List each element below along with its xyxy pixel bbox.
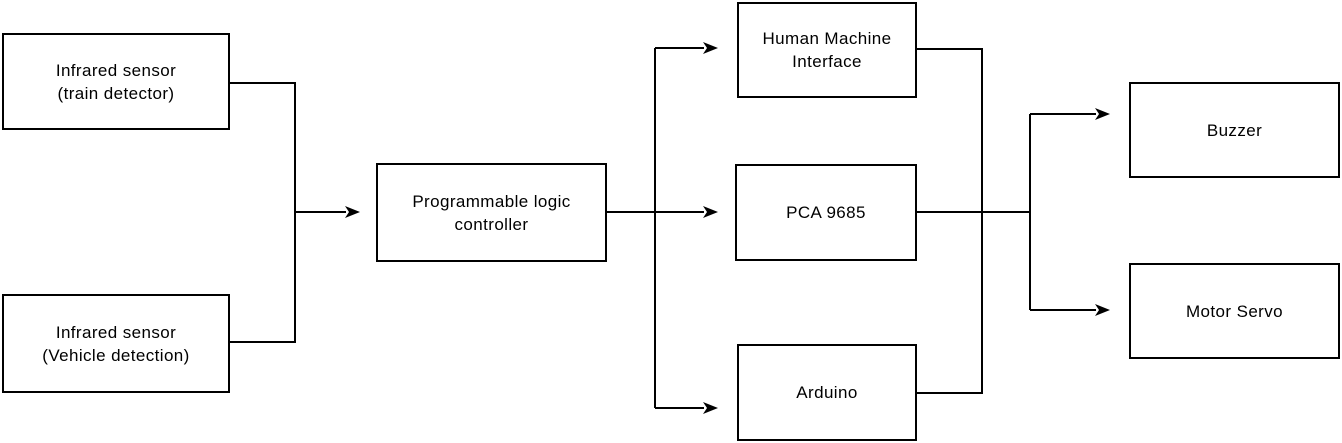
edge-sensors-to-plc [230,82,360,343]
edge-plc-to-devices [607,42,718,414]
node-label-line1: Motor Servo [1186,301,1283,321]
node-hmi: Human Machine Interface [737,2,917,98]
node-label-line1: Human Machine [762,29,892,48]
node-arduino: Arduino [737,344,917,441]
node-motor-servo: Motor Servo [1129,263,1340,359]
node-label-line1: Infrared sensor [55,322,177,342]
node-buzzer: Buzzer [1129,82,1340,178]
node-label-line1: Buzzer [1206,120,1263,140]
node-label-line1: Infrared sensor [55,60,177,80]
node-label-line1: PCA 9685 [786,203,866,222]
node-label-line1: Programmable logic [412,191,571,211]
node-label-line2: controller [454,214,529,234]
node-label-line2: Interface [792,52,862,71]
node-plc: Programmable logic controller [376,163,607,262]
node-label-line1: Arduino [796,383,858,402]
node-infrared-train-sensor: Infrared sensor (train detector) [2,33,230,130]
node-label-line2: (train detector) [57,83,175,103]
node-label-line2: (Vehicle detection) [42,345,190,365]
edge-devices-to-actuators [916,48,1110,394]
node-pca9685: PCA 9685 [735,164,917,261]
node-infrared-vehicle-sensor: Infrared sensor (Vehicle detection) [2,294,230,393]
